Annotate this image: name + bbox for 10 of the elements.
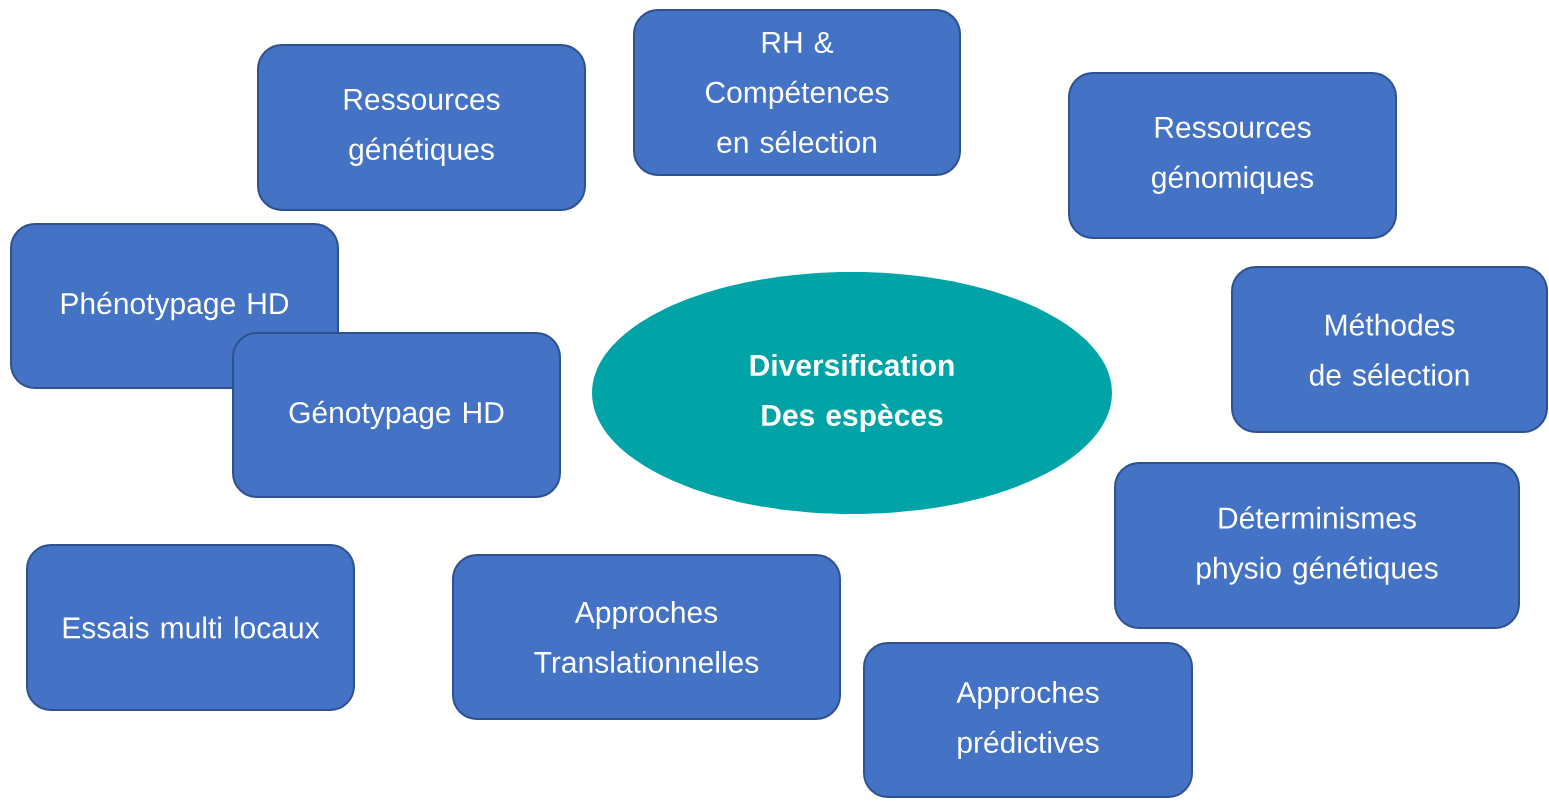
ellipse-node: Diversification Des espèces [592,272,1112,514]
rounded-box: RH & Compétences en sélection [633,9,961,176]
rounded-box: Approches Translationnelles [452,554,841,720]
rounded-box: Approches prédictives [863,642,1193,798]
rounded-box: Ressources génomiques [1068,72,1397,239]
rounded-box: Méthodes de sélection [1231,266,1548,433]
rounded-box: Essais multi locaux [26,544,355,711]
rounded-box: Génotypage HD [232,332,561,498]
rounded-box: Déterminismes physio génétiques [1114,462,1520,629]
rounded-box: Ressources génétiques [257,44,586,211]
